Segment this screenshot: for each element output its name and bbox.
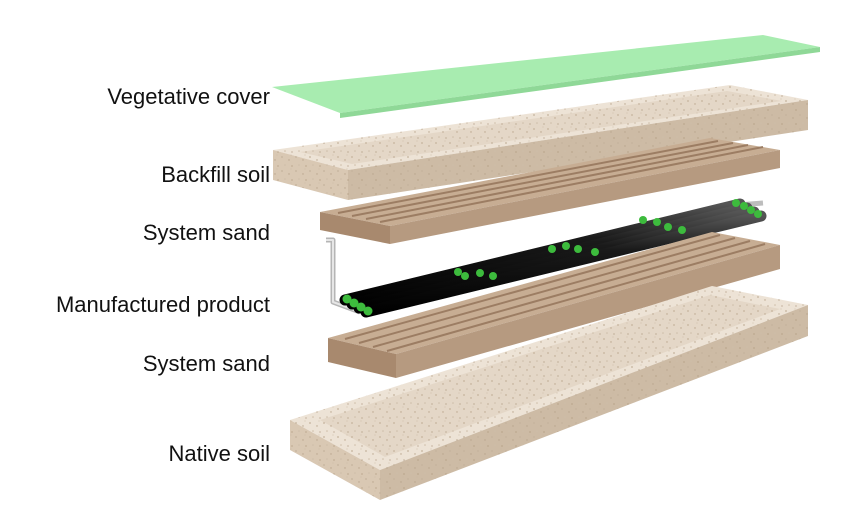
backfill-soil-layer xyxy=(273,85,808,200)
label-manufactured-product: Manufactured product xyxy=(55,292,270,317)
label-vegetative-cover: Vegetative cover xyxy=(107,84,270,109)
system-sand-lower-layer xyxy=(328,232,780,378)
label-system-sand-lower: System sand xyxy=(142,351,270,376)
vegetative-cover-layer xyxy=(272,35,820,118)
label-backfill-soil: Backfill soil xyxy=(161,162,270,187)
label-system-sand-upper: System sand xyxy=(142,220,270,245)
manufactured-product-layer xyxy=(326,198,767,318)
label-native-soil: Native soil xyxy=(168,441,270,466)
native-soil-layer xyxy=(290,286,808,500)
system-sand-upper-layer xyxy=(320,138,780,244)
